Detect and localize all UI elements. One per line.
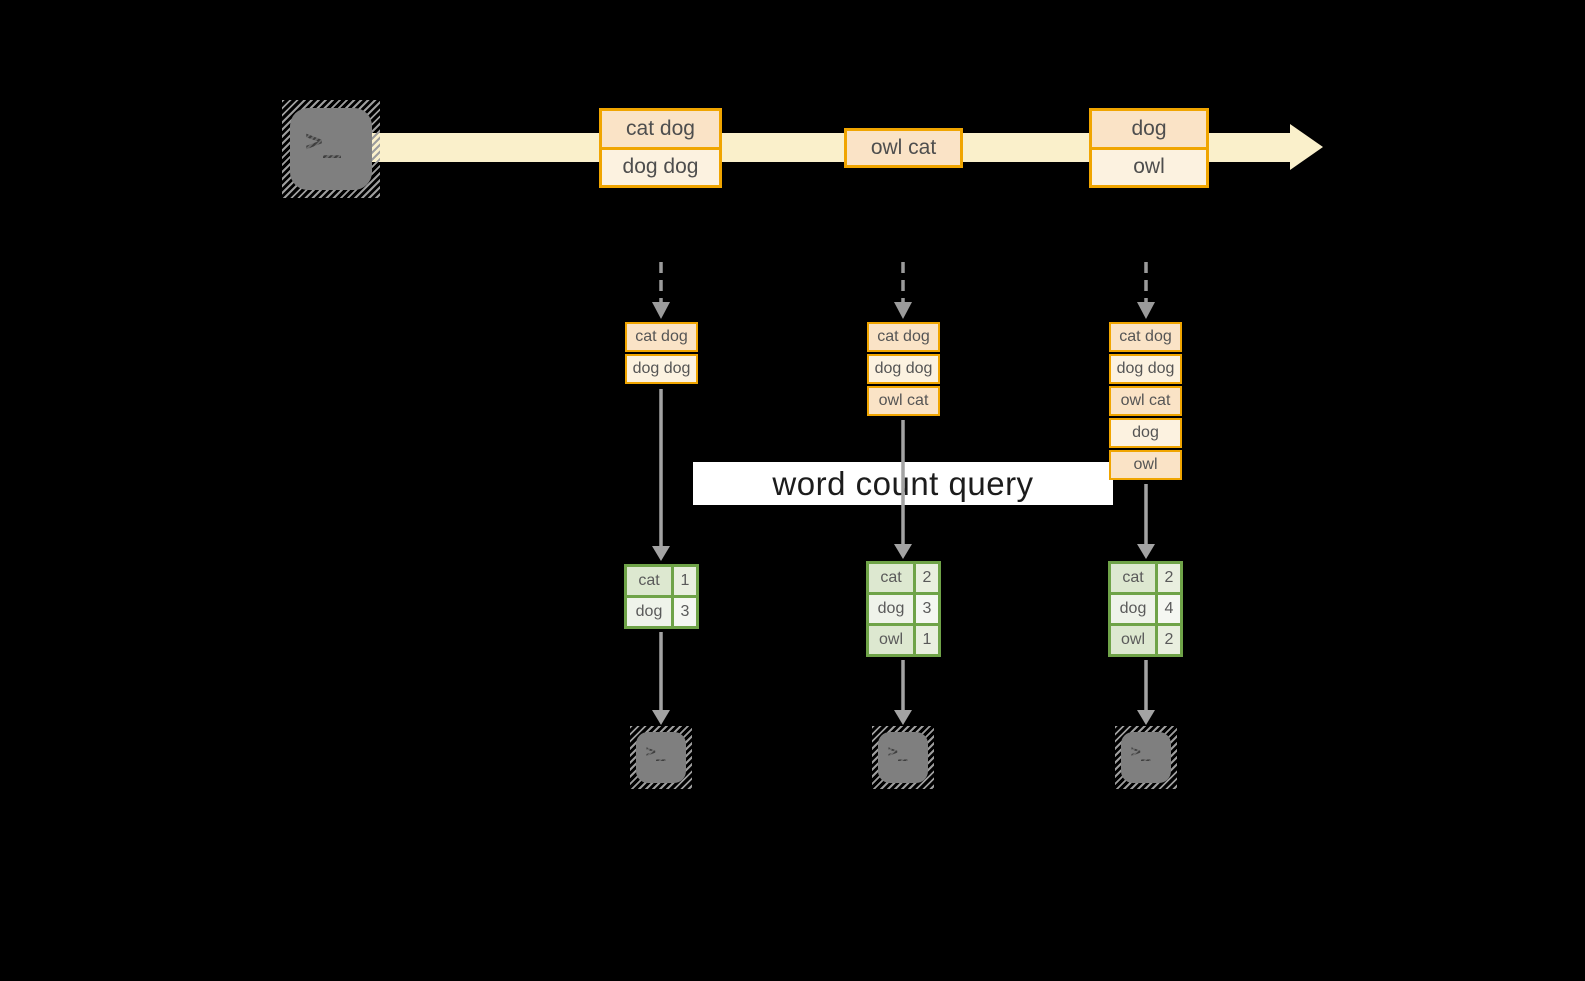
word-count-table: cat 2 dog 3 owl 1 [866,561,941,657]
stack-record: dog dog [867,354,940,384]
stream-arrowhead-icon [1290,124,1323,170]
table-cell-word: cat [1111,564,1155,592]
dashed-arrowhead-icon [894,302,912,319]
query-banner: word count query [693,462,1113,505]
sink-terminal-icon: >_ [630,726,692,789]
sink-terminal-icon: >_ [872,726,934,789]
table-cell-word: owl [869,626,913,654]
table-cell-word: cat [627,567,671,595]
flow-arrowhead-icon [894,544,912,559]
event-record: owl cat [847,131,960,165]
flow-arrowhead-icon [894,710,912,725]
event-record: owl [1092,146,1206,185]
table-cell-word: cat [869,564,913,592]
event-record: dog dog [602,146,719,185]
buffer-stack: cat dog dog dog owl cat [867,322,940,418]
stack-record: dog [1109,418,1182,448]
table-cell-word: dog [627,598,671,626]
table-cell-word: dog [1111,595,1155,623]
table-cell-count: 4 [1158,595,1180,623]
event-record: cat dog [602,111,719,147]
terminal-prompt-icon: >_ [645,741,667,762]
table-cell-count: 3 [916,595,938,623]
terminal-prompt-icon: >_ [304,123,342,159]
event-box: dog owl [1089,108,1209,188]
stack-record: cat dog [625,322,698,352]
terminal-body: >_ [636,732,686,783]
table-cell-count: 1 [674,567,696,595]
flow-arrowhead-icon [1137,710,1155,725]
event-record: dog [1092,111,1206,147]
buffer-stack: cat dog dog dog [625,322,698,386]
table-cell-count: 2 [916,564,938,592]
terminal-body: >_ [878,732,928,783]
sink-terminal-icon: >_ [1115,726,1177,789]
stack-record: owl cat [867,386,940,416]
terminal-body: >_ [1121,732,1171,783]
dashed-arrowhead-icon [652,302,670,319]
buffer-stack: cat dog dog dog owl cat dog owl [1109,322,1182,482]
table-cell-count: 2 [1158,626,1180,654]
table-cell-count: 2 [1158,564,1180,592]
table-cell-word: owl [1111,626,1155,654]
flow-arrowhead-icon [652,546,670,561]
flow-arrowhead-icon [652,710,670,725]
word-count-table: cat 1 dog 3 [624,564,699,629]
event-box: cat dog dog dog [599,108,722,188]
terminal-prompt-icon: >_ [887,741,909,762]
stack-record: cat dog [867,322,940,352]
stack-record: cat dog [1109,322,1182,352]
flow-arrowhead-icon [1137,544,1155,559]
table-cell-count: 1 [916,626,938,654]
source-terminal-icon: >_ [282,100,380,198]
word-count-table: cat 2 dog 4 owl 2 [1108,561,1183,657]
dashed-arrowhead-icon [1137,302,1155,319]
stack-record: owl [1109,450,1182,480]
table-cell-count: 3 [674,598,696,626]
stack-record: dog dog [1109,354,1182,384]
terminal-prompt-icon: >_ [1130,741,1152,762]
stack-record: owl cat [1109,386,1182,416]
event-box: owl cat [844,128,963,168]
terminal-body: >_ [290,108,372,190]
table-cell-word: dog [869,595,913,623]
stack-record: dog dog [625,354,698,384]
